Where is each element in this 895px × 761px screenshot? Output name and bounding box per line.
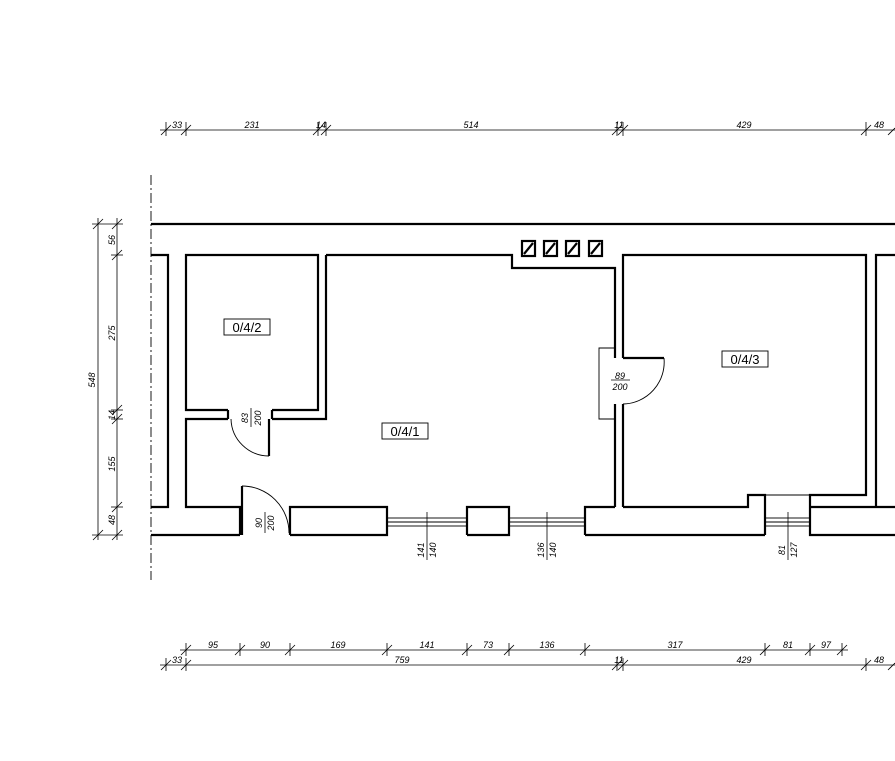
- svg-text:136: 136: [536, 542, 546, 557]
- bottom2-dim-0: 33: [172, 655, 182, 665]
- top-dim-2: 14: [316, 120, 326, 130]
- bottom2-dim-2: 11: [614, 655, 623, 665]
- door-042: 83 200: [230, 408, 271, 457]
- top-dim-0: 33: [172, 120, 182, 130]
- svg-text:200: 200: [611, 382, 627, 392]
- bottom1-dim-6: 317: [667, 640, 683, 650]
- svg-text:89: 89: [615, 371, 625, 381]
- svg-text:127: 127: [789, 542, 799, 558]
- bottom1-dim-5: 136: [539, 640, 554, 650]
- svg-text:0/4/2: 0/4/2: [233, 320, 262, 335]
- room-label-043: 0/4/3: [721, 350, 769, 368]
- bottom1-dim-7: 81: [783, 640, 793, 650]
- room-label-041: 0/4/1: [381, 422, 429, 440]
- bottom1-dim-8: 97: [821, 640, 832, 650]
- left-dim-4: 48: [107, 515, 117, 525]
- bottom2-dim-3: 429: [736, 655, 751, 665]
- bottom-dimension-chain-1: 95 90 169 141 73 136 317 81 97: [180, 640, 848, 656]
- left-dim-2: 14: [107, 410, 117, 420]
- room-label-042: 0/4/2: [223, 318, 271, 336]
- bottom2-dim-4: 48: [874, 655, 884, 665]
- svg-text:140: 140: [548, 542, 558, 557]
- bottom1-dim-2: 169: [330, 640, 345, 650]
- window-3: 81 127: [764, 494, 811, 560]
- top-dimension-chain: 33 231 14 514 11 429 48: [160, 120, 895, 136]
- bottom-dimension-chain-2: 33 759 11 429 48: [160, 655, 895, 671]
- top-dim-6: 48: [874, 120, 884, 130]
- left-dim-0: 56: [107, 235, 117, 245]
- left-dim-total: 548: [87, 372, 97, 387]
- svg-text:200: 200: [253, 410, 263, 426]
- bottom1-dim-4: 73: [483, 640, 493, 650]
- door-043: 89 200: [611, 356, 665, 405]
- svg-text:0/4/3: 0/4/3: [731, 352, 760, 367]
- bottom1-dim-0: 95: [208, 640, 219, 650]
- window-2: 136 140: [508, 512, 586, 560]
- svg-text:140: 140: [428, 542, 438, 557]
- left-dim-1: 275: [107, 325, 117, 342]
- left-dimension-chain: 548 56 275 14 155 48: [87, 218, 123, 541]
- bottom1-dim-1: 90: [260, 640, 270, 650]
- svg-text:141: 141: [416, 542, 426, 557]
- walls: [151, 222, 895, 537]
- top-dim-3: 514: [463, 120, 478, 130]
- top-dim-4: 11: [614, 120, 623, 130]
- ventilation-ducts: [520, 239, 604, 258]
- top-dim-1: 231: [243, 120, 259, 130]
- door-entrance: 90 200: [240, 485, 290, 535]
- bottom1-dim-3: 141: [419, 640, 434, 650]
- svg-text:0/4/1: 0/4/1: [391, 424, 420, 439]
- svg-text:81: 81: [777, 545, 787, 555]
- svg-text:90: 90: [254, 518, 264, 528]
- svg-text:83: 83: [240, 413, 250, 423]
- bottom2-dim-1: 759: [394, 655, 409, 665]
- window-1: 141 140: [386, 512, 468, 560]
- left-dim-3: 155: [107, 456, 117, 472]
- top-dim-5: 429: [736, 120, 751, 130]
- svg-text:200: 200: [266, 515, 276, 531]
